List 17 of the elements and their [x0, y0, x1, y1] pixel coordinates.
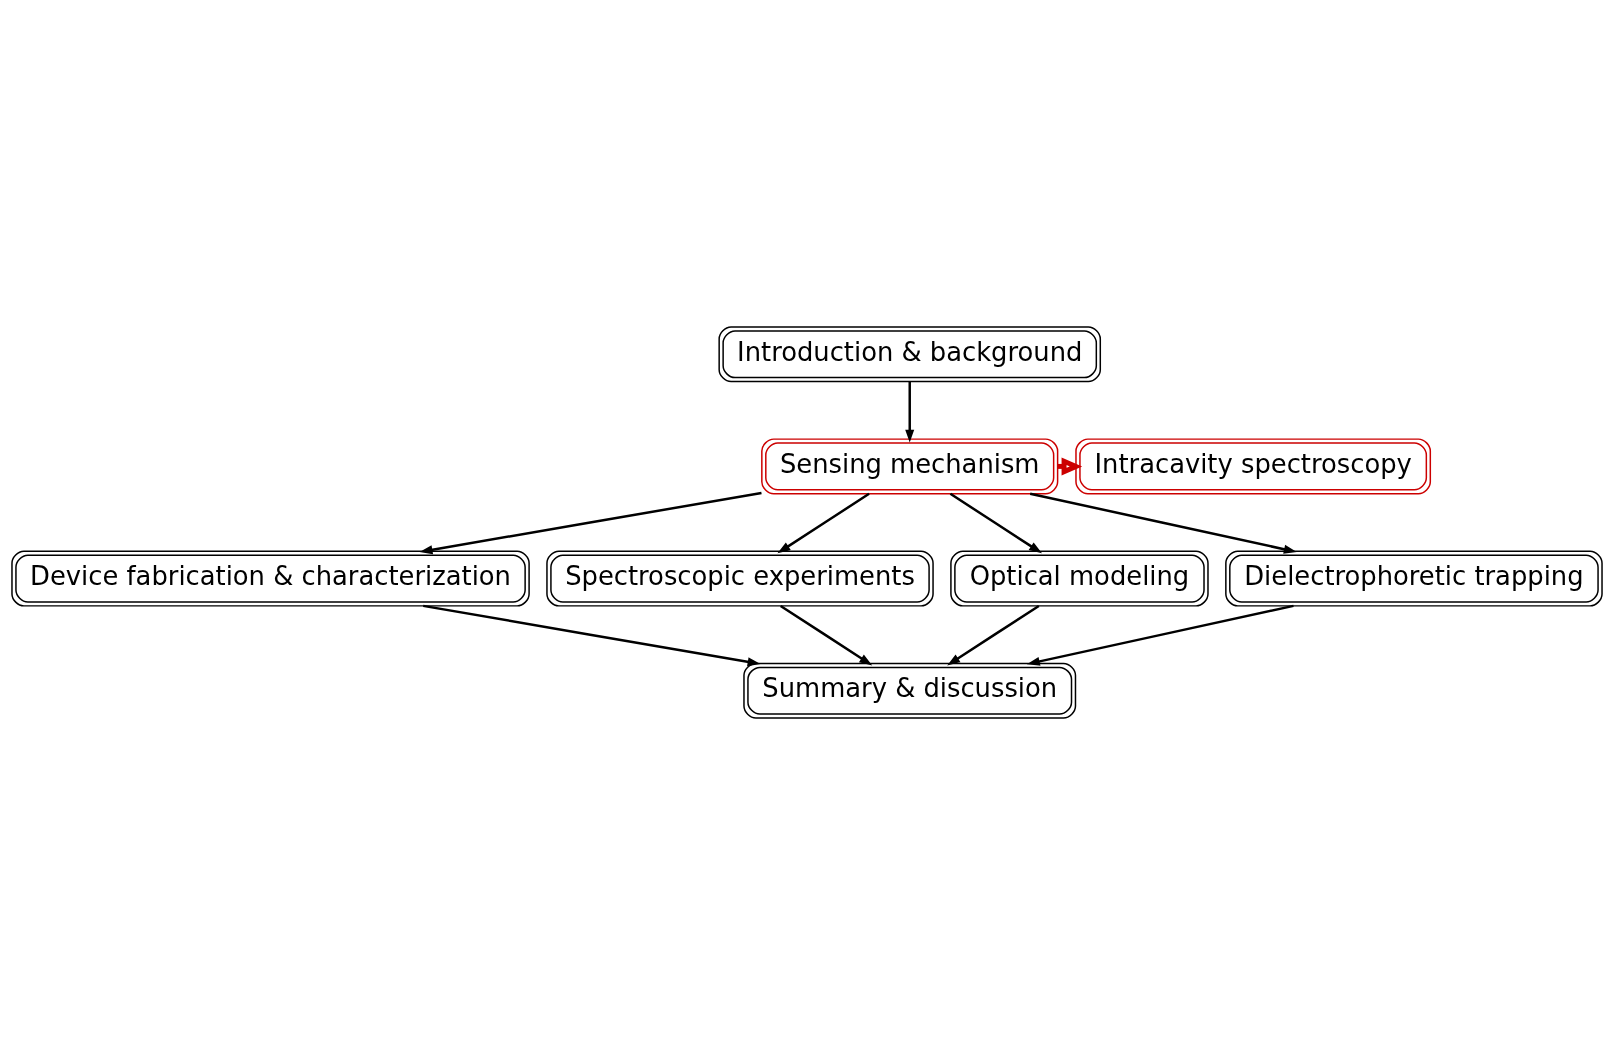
- arrow: [947, 604, 1040, 665]
- arrow: [419, 491, 762, 554]
- node-box: Summary & discussion: [743, 662, 1077, 719]
- arrow: [1026, 604, 1294, 666]
- node-box: Optical modeling: [950, 550, 1209, 607]
- node-box: Spectroscopic experiments: [546, 550, 934, 607]
- arrow: [949, 492, 1042, 553]
- arrow: [780, 604, 873, 665]
- node-box: Device fabrication & characterization: [11, 550, 530, 607]
- node-box: Sensing mechanism: [761, 437, 1059, 494]
- arrow: [777, 492, 870, 553]
- arrow: [423, 604, 761, 666]
- node-box: Intracavity spectroscopy: [1075, 437, 1432, 494]
- arrow: [1029, 492, 1297, 554]
- node-box: Dielectrophoretic trapping: [1225, 550, 1603, 607]
- node-box: Introduction & background: [718, 325, 1102, 382]
- arrow: [905, 381, 915, 443]
